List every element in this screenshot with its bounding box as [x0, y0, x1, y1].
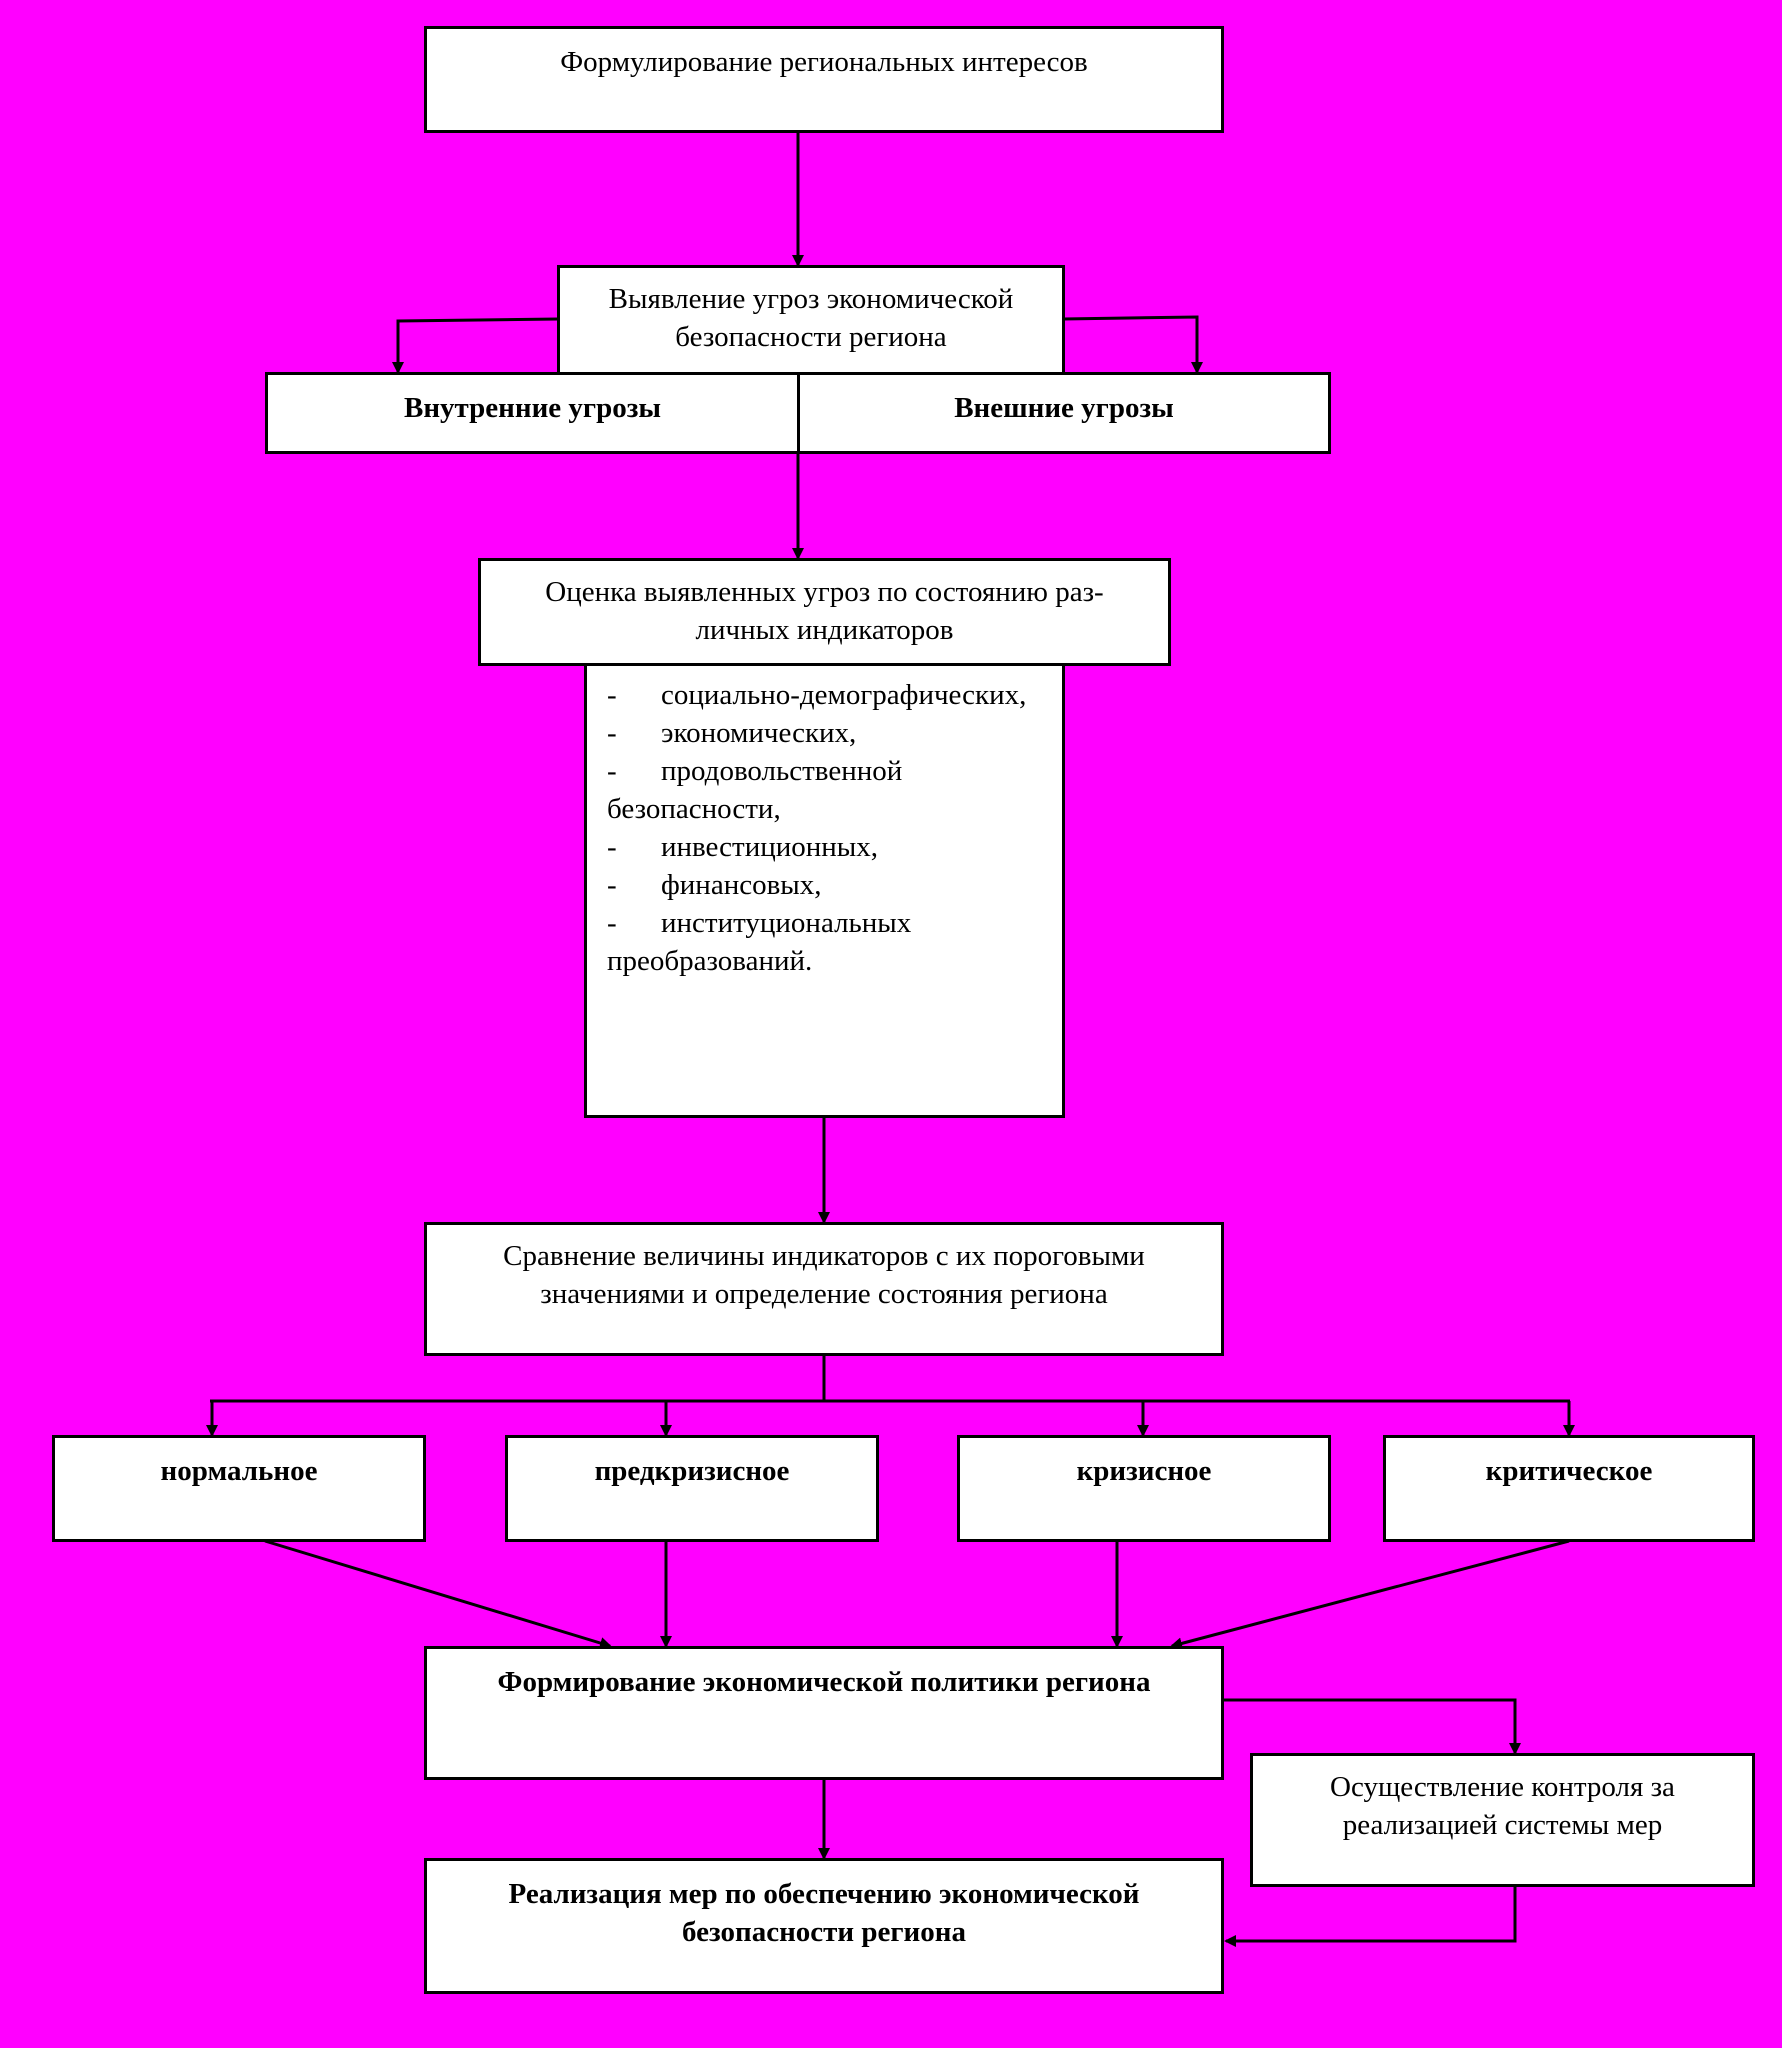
indicators-box [584, 663, 1065, 1118]
list-item: -финансовых, [607, 869, 822, 901]
formulation-box: Формулирование региональных интересов [424, 26, 1224, 133]
comparison-box: Сравнение величины индикаторов с их поро… [424, 1222, 1224, 1356]
policy-label: Формирование экономической политики реги… [497, 1666, 1151, 1698]
state-normal-label: нормальное [160, 1455, 318, 1487]
list-item: -экономических, [607, 717, 857, 749]
arrow-identify-to-external [1062, 315, 1203, 374]
state-normal-box: нормальное [52, 1435, 426, 1542]
list-item: -продовольственной безопасности, [607, 755, 903, 825]
implementation-label: Реализация мер по обеспечению экономичес… [508, 1878, 1140, 1948]
arrow-normal-to-policy [264, 1539, 612, 1649]
arrow-identify-to-internal [392, 317, 559, 374]
internal-threats-label: Внутренние угрозы [404, 392, 661, 424]
state-critical-box: критическое [1383, 1435, 1755, 1542]
state-crisis-box: кризисное [957, 1435, 1331, 1542]
arrow-control-to-implementation [1224, 1886, 1517, 1947]
identify-threats-label: Выявление угроз экономической безопаснос… [608, 283, 1014, 353]
external-threats-label: Внешние угрозы [954, 392, 1174, 424]
state-precrisis-label: предкризисное [594, 1455, 790, 1487]
state-critical-label: критическое [1485, 1455, 1653, 1487]
assessment-label: Оценка выявленных угроз по состоянию раз… [545, 576, 1104, 646]
formulation-label: Формулирование региональных интересов [560, 46, 1088, 78]
implementation-box: Реализация мер по обеспечению экономичес… [424, 1858, 1224, 1994]
comparison-label: Сравнение величины индикаторов с их поро… [503, 1240, 1145, 1310]
state-crisis-label: кризисное [1076, 1455, 1212, 1487]
indicators-list: -социально-демографических, -экономическ… [607, 676, 1040, 980]
list-item: -инвестиционных, [607, 831, 879, 863]
state-precrisis-box: предкризисное [505, 1435, 879, 1542]
control-box: Осуществление контроля за реализацией си… [1250, 1753, 1755, 1887]
arrow-policy-to-control [1222, 1698, 1521, 1755]
policy-box: Формирование экономической политики реги… [424, 1646, 1224, 1780]
external-threats-box: Внешние угрозы [797, 372, 1331, 454]
arrow-critical-to-policy [1170, 1539, 1570, 1650]
list-item: -социально-демографических, [607, 679, 1027, 711]
list-item: -институциональных преобразований. [607, 907, 912, 977]
identify-threats-box: Выявление угроз экономической безопаснос… [557, 265, 1065, 375]
assessment-box: Оценка выявленных угроз по состоянию раз… [478, 558, 1171, 666]
control-label: Осуществление контроля за реализацией си… [1330, 1771, 1675, 1841]
internal-threats-box: Внутренние угрозы [265, 372, 800, 454]
